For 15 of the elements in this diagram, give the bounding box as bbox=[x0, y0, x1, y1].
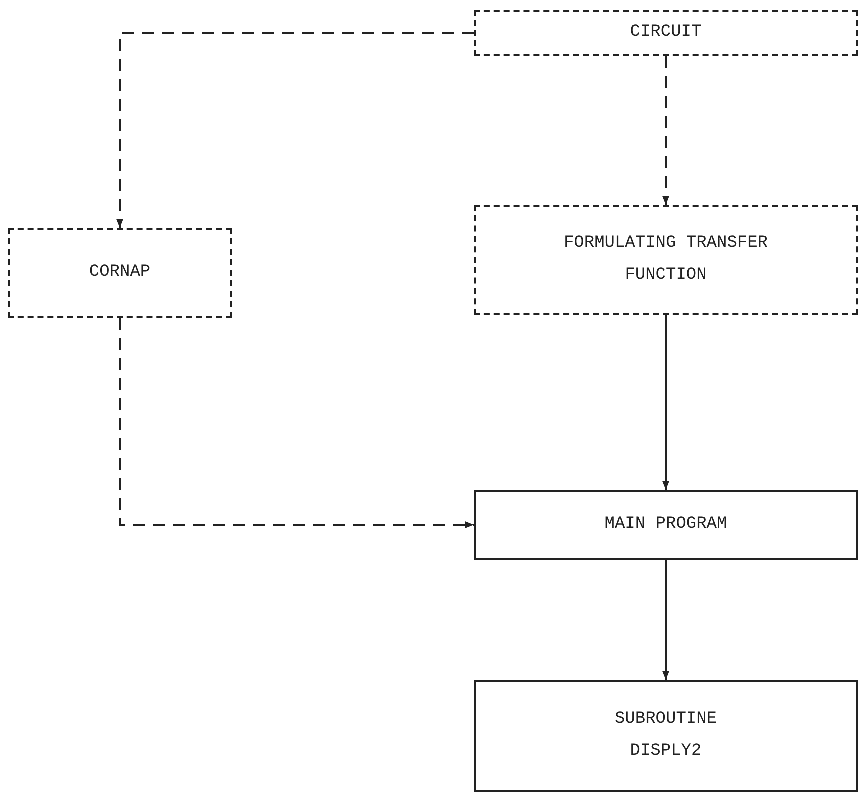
box-label: FORMULATING TRANSFER FUNCTION bbox=[562, 232, 770, 287]
box-label: CORNAP bbox=[89, 262, 151, 284]
process-box bbox=[8, 228, 232, 318]
process-box bbox=[474, 10, 858, 56]
arrow bbox=[662, 56, 670, 205]
arrow bbox=[116, 32, 474, 228]
arrow bbox=[119, 318, 474, 529]
arrow bbox=[662, 315, 670, 490]
process-box bbox=[474, 490, 858, 560]
process-box bbox=[474, 205, 858, 315]
box-label: CIRCUIT bbox=[630, 22, 702, 44]
box-label: MAIN PROGRAM bbox=[604, 514, 728, 536]
arrow bbox=[662, 560, 670, 680]
box-label: SUBROUTINE DISPLY2 bbox=[614, 708, 718, 763]
process-box bbox=[474, 680, 858, 792]
